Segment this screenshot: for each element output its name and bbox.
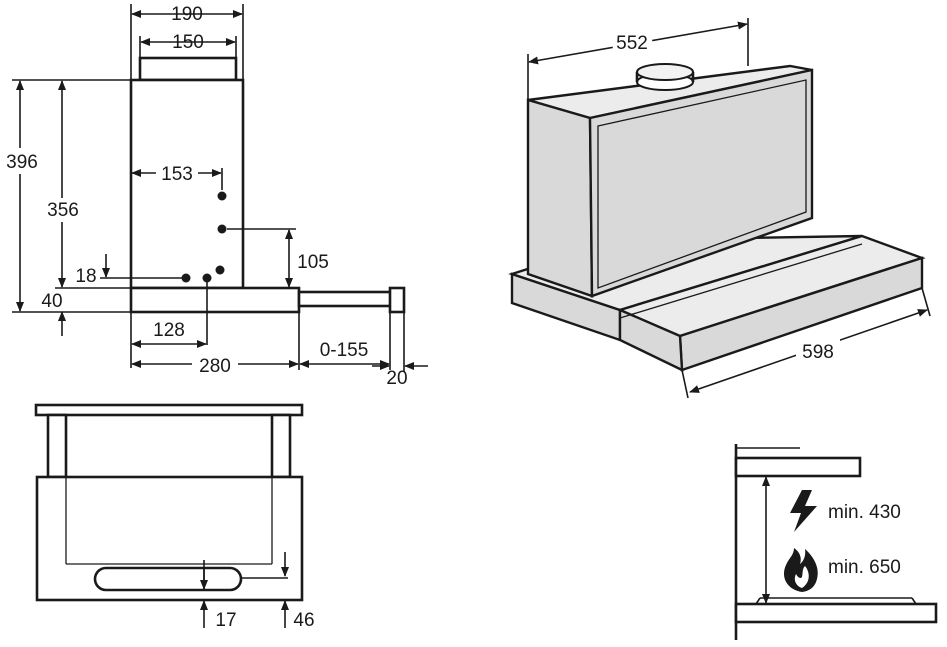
dim-extension: 0-155 [320,340,369,361]
dim-mount-v: 105 [297,252,329,273]
dim-front-depth: 128 [153,320,185,341]
dim-front-left: 17 [215,610,236,631]
hood-profile [734,456,862,478]
mount-hole [202,273,212,283]
drawer-rail [297,290,393,308]
mount-hole [217,191,227,201]
front-view: 17 46 [34,403,315,631]
dim-depth: 280 [199,356,231,377]
lightning-icon [790,490,817,532]
dim-screw-offset: 18 [75,266,96,287]
dim-iso-depth: 552 [616,33,648,54]
isometric-view: 552 598 [508,18,931,399]
flame-icon [783,548,818,592]
dim-front-panel: 20 [386,368,407,389]
drawer-front [388,286,406,314]
dim-outlet: 150 [172,32,204,53]
mount-hole [217,224,227,234]
clearance-electric-label: min. 430 [828,502,901,523]
front-top-plate [34,403,304,417]
clearance-gas-label: min. 650 [828,557,901,578]
front-left-post [46,413,68,479]
outlet-collar [138,56,238,82]
front-right-post [270,413,292,479]
dim-mount-h: 153 [161,164,193,185]
box-front [588,68,814,298]
front-handle [93,566,243,592]
dim-base: 40 [41,291,62,312]
hob-profile [734,602,938,624]
mount-hole [215,265,225,275]
side-view: 190 150 396 356 40 153 105 18 [2,4,428,389]
dim-front-right: 46 [293,610,314,631]
mount-hole [181,273,191,283]
dim-iso-width: 598 [802,342,834,363]
dim-height-total: 396 [6,152,38,173]
box-side [526,98,594,298]
dim-width-top: 190 [171,4,203,25]
clearance-view: min. 430 min. 650 [734,444,938,640]
dim-height-body: 356 [47,200,79,221]
base-panel [129,286,301,314]
